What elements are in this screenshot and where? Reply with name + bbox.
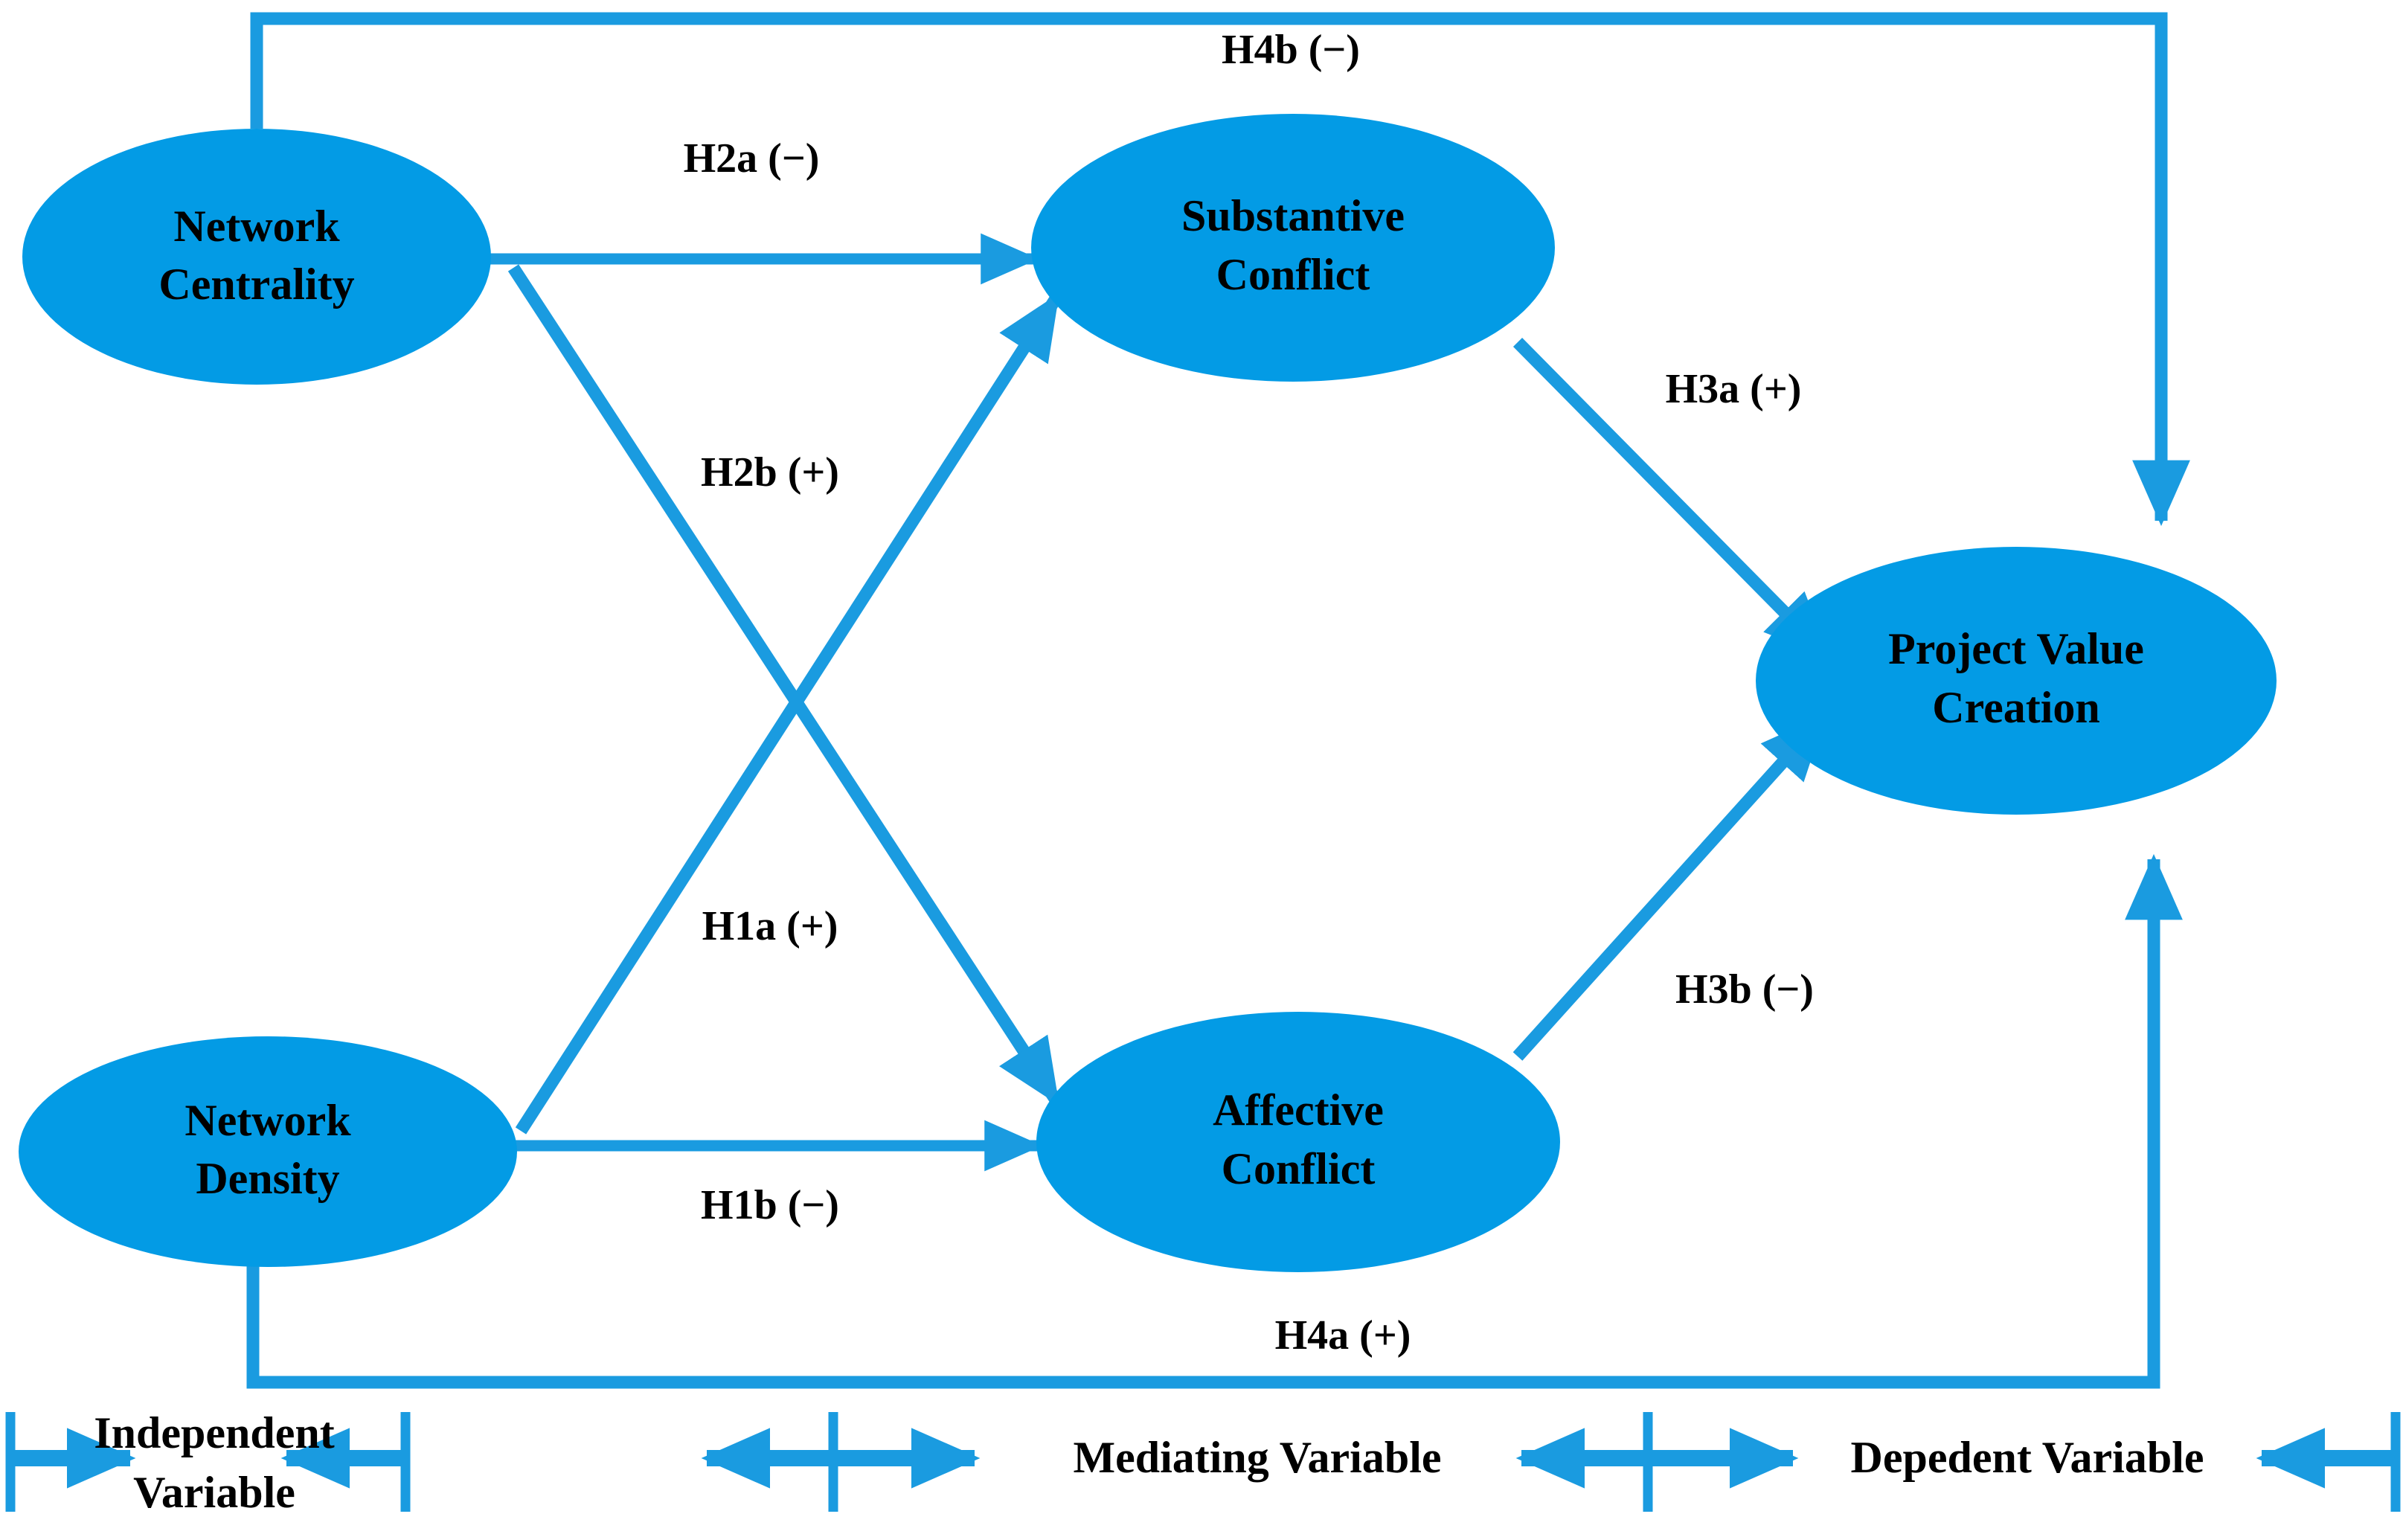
legend-label-independent-line1: Independent (94, 1408, 334, 1457)
edge-label-h3a: H3a (+) (1666, 366, 1802, 412)
node-affective-conflict-label-line2: Conflict (1222, 1144, 1376, 1193)
edge-h2b-path (507, 264, 1062, 1106)
node-affective-conflict-label-line1: Affective (1213, 1085, 1384, 1135)
legend-labels-layer: Independent Variable Mediating Variable … (94, 1408, 2204, 1517)
node-network-centrality-label-line2: Centrality (158, 260, 354, 309)
edge-label-h4a: H4a (+) (1275, 1312, 1411, 1358)
node-network-density-label-line2: Density (196, 1154, 339, 1203)
node-network-density-label-line1: Network (185, 1096, 351, 1145)
node-network-centrality[interactable]: Network Centrality (22, 129, 491, 385)
edges-layer (246, 12, 2190, 1389)
edge-h3a-path (1512, 338, 1832, 659)
node-project-value-creation-label-line2: Creation (1932, 683, 2100, 732)
edge-h4a-path (246, 853, 2183, 1389)
edge-h1a-path (515, 293, 1062, 1135)
legend-layer (5, 1412, 2401, 1512)
edge-label-h4b: H4b (−) (1222, 27, 1360, 73)
node-project-value-creation[interactable]: Project Value Creation (1756, 547, 2277, 815)
edge-label-h2a: H2a (−) (684, 135, 820, 182)
node-substantive-conflict[interactable]: Substantive Conflict (1031, 114, 1555, 382)
edge-h3b-path (1512, 713, 1828, 1061)
edge-label-h1b: H1b (−) (701, 1182, 839, 1228)
node-affective-conflict-shape[interactable] (1036, 1012, 1560, 1272)
edge-label-h3b: H3b (−) (1675, 966, 1814, 1013)
legend-label-dependent: Depedent Variable (1850, 1433, 2204, 1482)
edge-label-h1a: H1a (+) (702, 903, 838, 949)
node-network-density[interactable]: Network Density (19, 1036, 517, 1267)
node-project-value-creation-label-line1: Project Value (1888, 624, 2144, 673)
edge-labels-layer: H2a (−) H2b (+) H1a (+) H1b (−) H3a (+) … (684, 27, 1814, 1358)
node-substantive-conflict-label-line1: Substantive (1181, 191, 1405, 240)
node-network-centrality-shape[interactable] (22, 129, 491, 385)
node-network-centrality-label-line1: Network (173, 202, 340, 251)
legend-label-mediating: Mediating Variable (1073, 1433, 1441, 1482)
edge-label-h2b: H2b (+) (701, 449, 839, 495)
node-project-value-creation-shape[interactable] (1756, 547, 2277, 815)
nodes-layer: Network Centrality Network Density Subst… (19, 114, 2277, 1272)
node-substantive-conflict-shape[interactable] (1031, 114, 1555, 382)
node-substantive-conflict-label-line2: Conflict (1216, 250, 1370, 299)
node-affective-conflict[interactable]: Affective Conflict (1036, 1012, 1560, 1272)
legend-label-independent-line2: Variable (133, 1468, 295, 1517)
edge-h4b-path (250, 12, 2190, 527)
node-network-density-shape[interactable] (19, 1036, 517, 1267)
